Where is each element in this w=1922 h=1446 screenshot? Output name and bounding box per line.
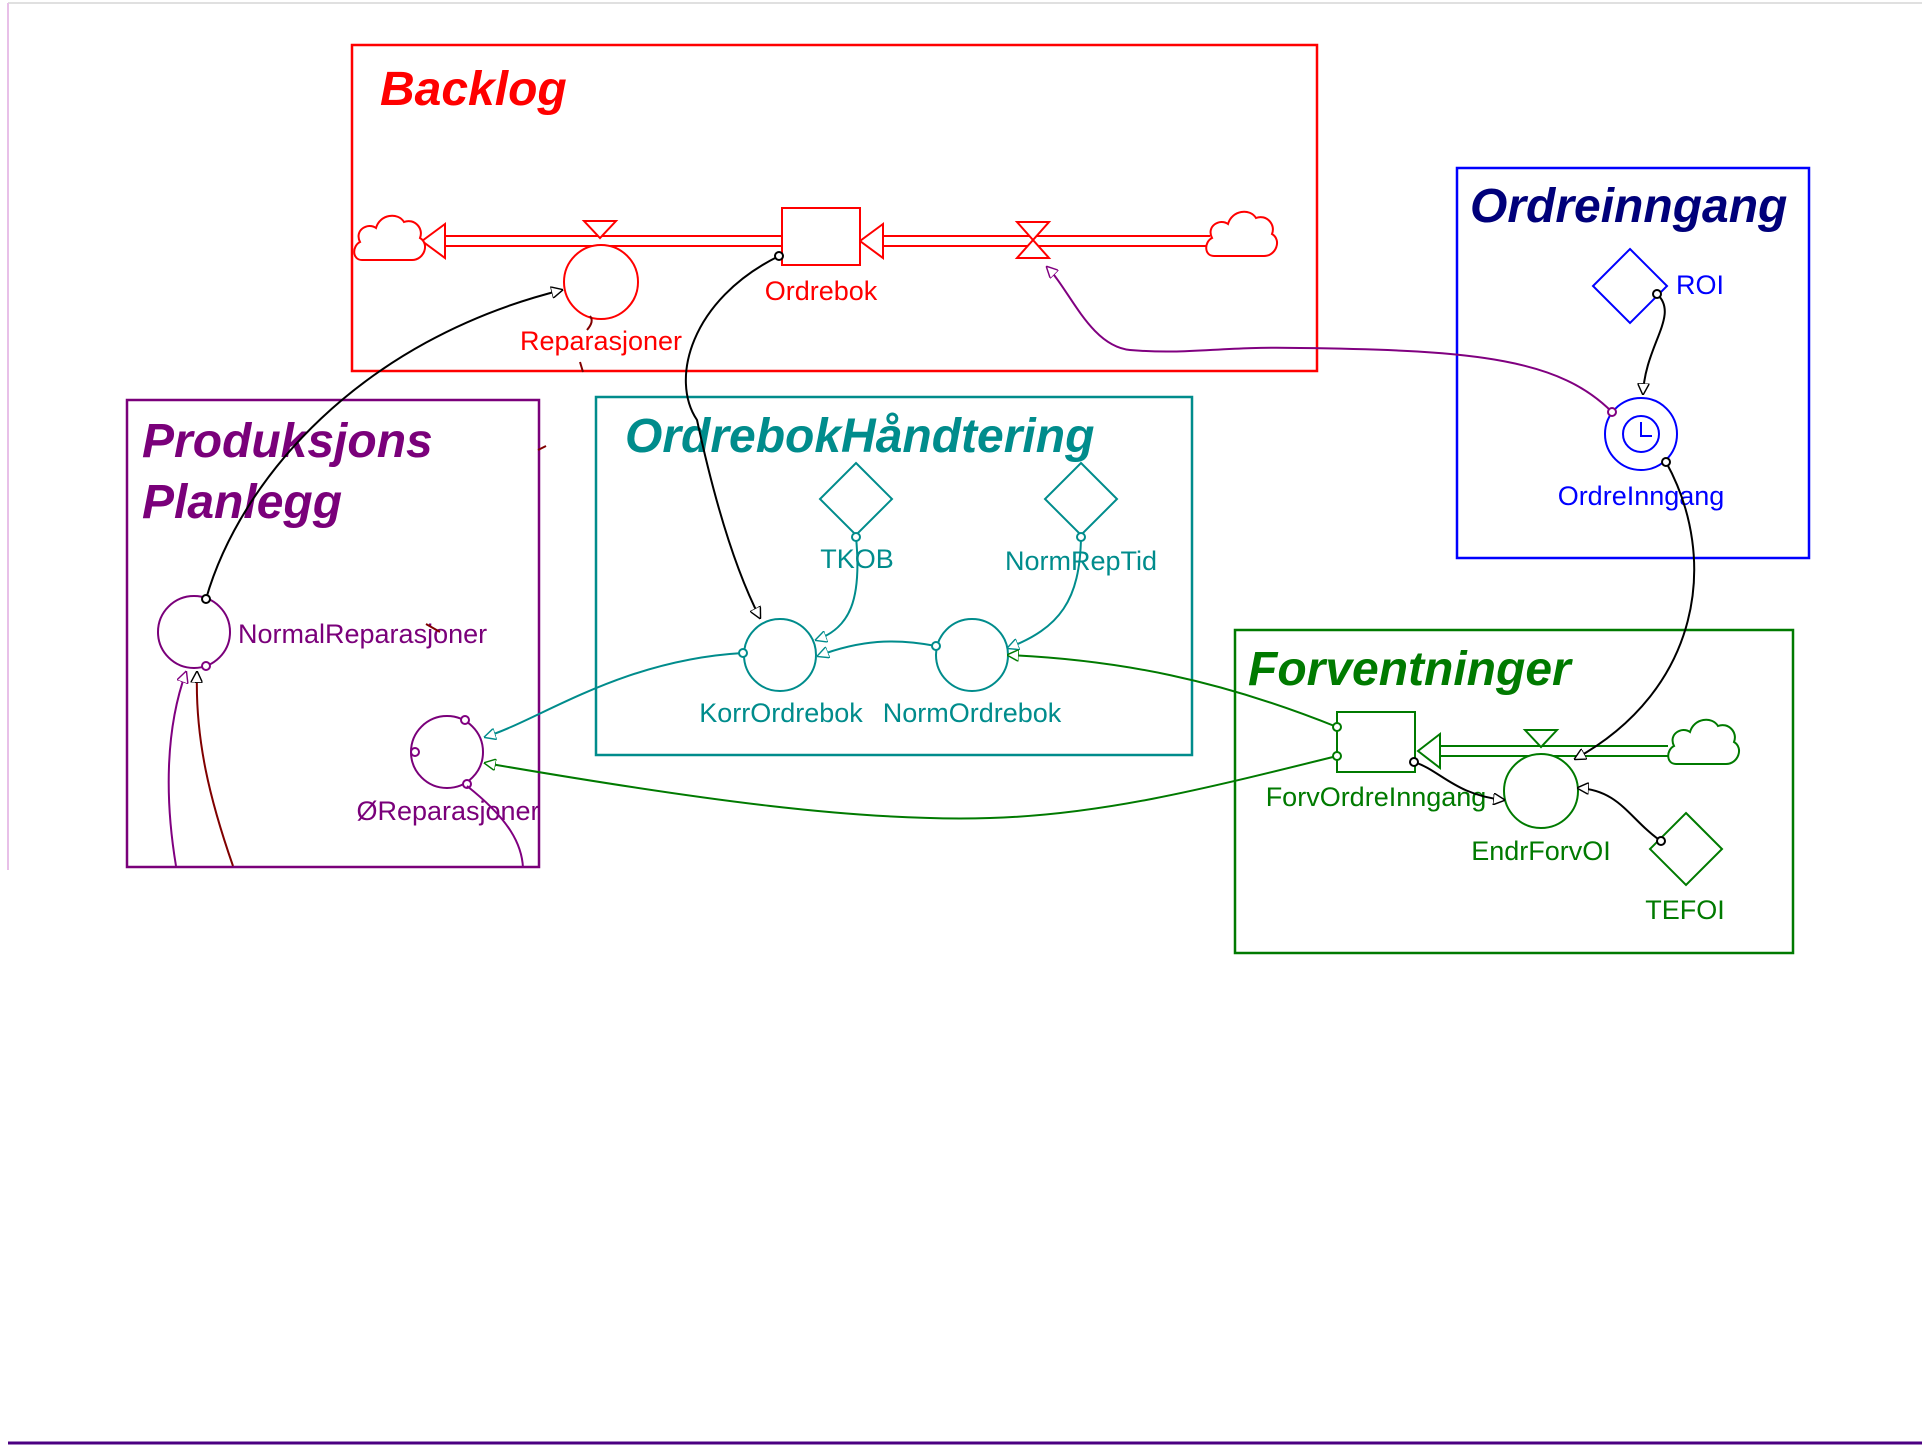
link-origin-forv-green [1332,751,1342,761]
link-reparasjoner-stub [586,315,593,331]
label-o-reparasjoner: ØReparasjoner [356,796,539,826]
clock-hands-icon [1640,422,1652,437]
link-produksjon-stub-2 [579,361,584,373]
constant-tefoi[interactable] [1648,811,1724,887]
stock-forv-ordre-inngang[interactable] [1336,711,1416,773]
link-ordreinngang-to-flow [1047,267,1613,413]
link-origin-tkob [851,532,861,542]
label-tefoi: TEFOI [1645,895,1725,925]
group-box-produksjon[interactable] [125,398,541,869]
flow-arrowhead-reparasjoner [420,222,446,260]
link-origin-ordreinngang-black [1661,457,1671,467]
group-title-ordrebokhandtering: OrdrebokHåndtering [625,410,1094,463]
link-origin-o-rep-bottom [462,779,472,789]
label-korr-ordrebok: KorrOrdrebok [699,698,863,728]
source-cloud-backlog-left-icon [353,214,427,261]
link-origin-norm-ordrebok [931,641,941,651]
link-norm-ordrebok-to-korr-ordrebok [818,640,937,656]
link-roi-to-ordreinngang [1643,293,1666,394]
source-cloud-backlog-right-icon [1205,210,1279,257]
flow-arrowhead-endr-forv-oi [1416,731,1441,771]
stock-ordrebok[interactable] [781,207,861,266]
link-origin-korr-ordrebok [738,648,748,658]
aux-o-reparasjoner[interactable] [410,715,484,789]
aux-normal-reparasjoner[interactable] [157,595,231,669]
link-norm-rep-tid-to-norm-ordrebok [1008,536,1082,648]
link-produksjon-b [197,672,234,867]
flow-endr-forv-oi[interactable] [1503,753,1579,829]
link-produksjon-a [167,672,186,867]
label-roi: ROI [1676,270,1724,300]
label-normal-reparasjoner: NormalReparasjoner [238,619,487,649]
group-box-ordrebokhandtering[interactable] [594,395,1194,757]
link-origin-ordreinngang [1607,407,1617,417]
flow-arrowhead-ordreinngang [858,222,884,260]
group-box-forventninger[interactable] [1233,628,1795,955]
group-title-backlog: Backlog [380,63,567,116]
link-normal-rep-stub [425,623,441,633]
link-normal-reparasjoner-to-reparasjoner [205,290,562,600]
constant-norm-rep-tid[interactable] [1043,461,1119,537]
link-forv-to-o-reparasjoner [485,755,1338,820]
link-ordreinngang-to-endr-forv-oi [1575,461,1696,759]
link-korr-ordrebok-to-o-reparasjoner [485,652,744,737]
group-box-backlog[interactable] [350,43,1319,373]
link-origin-roi [1652,289,1662,299]
flow-reparasjoner[interactable] [563,244,639,320]
valve-reparasjoner-icon [581,220,619,240]
link-tefoi-to-endr-forv-oi [1578,788,1662,842]
link-forv-to-norm-ordrebok [1008,655,1338,728]
link-origin-ordrebok [774,251,784,261]
link-forv-to-endr-forv-oi [1413,761,1504,800]
label-reparasjoner: Reparasjoner [520,326,682,356]
link-origin-o-rep-top [460,715,470,725]
link-produksjon-stub-1 [537,445,547,451]
link-origin-normal-rep-inner [201,661,211,671]
link-origin-tefoi [1656,836,1666,846]
label-ordreinngang: OrdreInngang [1558,481,1725,511]
source-cloud-forventninger-icon [1667,718,1741,765]
valve-endr-forv-oi-icon [1522,729,1560,749]
group-title-ordreinngang: Ordreinngang [1470,180,1787,233]
group-title-produksjon-line2: Planlegg [142,476,342,529]
aux-norm-ordrebok[interactable] [935,618,1009,692]
label-norm-ordrebok: NormOrdrebok [883,698,1062,728]
link-origin-normal-reparasjoner [201,594,211,604]
group-box-ordreinngang[interactable] [1455,166,1811,560]
group-title-forventninger: Forventninger [1248,643,1573,696]
group-title-produksjon-line1: Produksjons [142,415,433,468]
link-origin-forv-black [1409,757,1419,767]
aux-korr-ordrebok[interactable] [743,618,817,692]
valve-ordreinngang-icon [1014,221,1052,259]
link-ordrebok-to-korr-ordrebok [684,255,780,618]
constant-roi[interactable] [1591,247,1669,325]
clock-icon [1622,415,1660,453]
link-produksjon-c [466,785,524,869]
constant-tkob[interactable] [818,461,894,537]
link-origin-forv-teal [1332,722,1342,732]
label-endr-forv-oi: EndrForvOI [1471,836,1611,866]
label-forv-ordre-inngang: ForvOrdreInngang [1266,782,1487,812]
link-origin-norm-rep-tid [1076,532,1086,542]
flow-pipe-ordreinngang [870,235,1210,247]
label-ordrebok: Ordrebok [765,276,878,306]
link-origin-o-rep-mid [410,747,420,757]
link-tkob-to-korr-ordrebok [816,536,859,640]
